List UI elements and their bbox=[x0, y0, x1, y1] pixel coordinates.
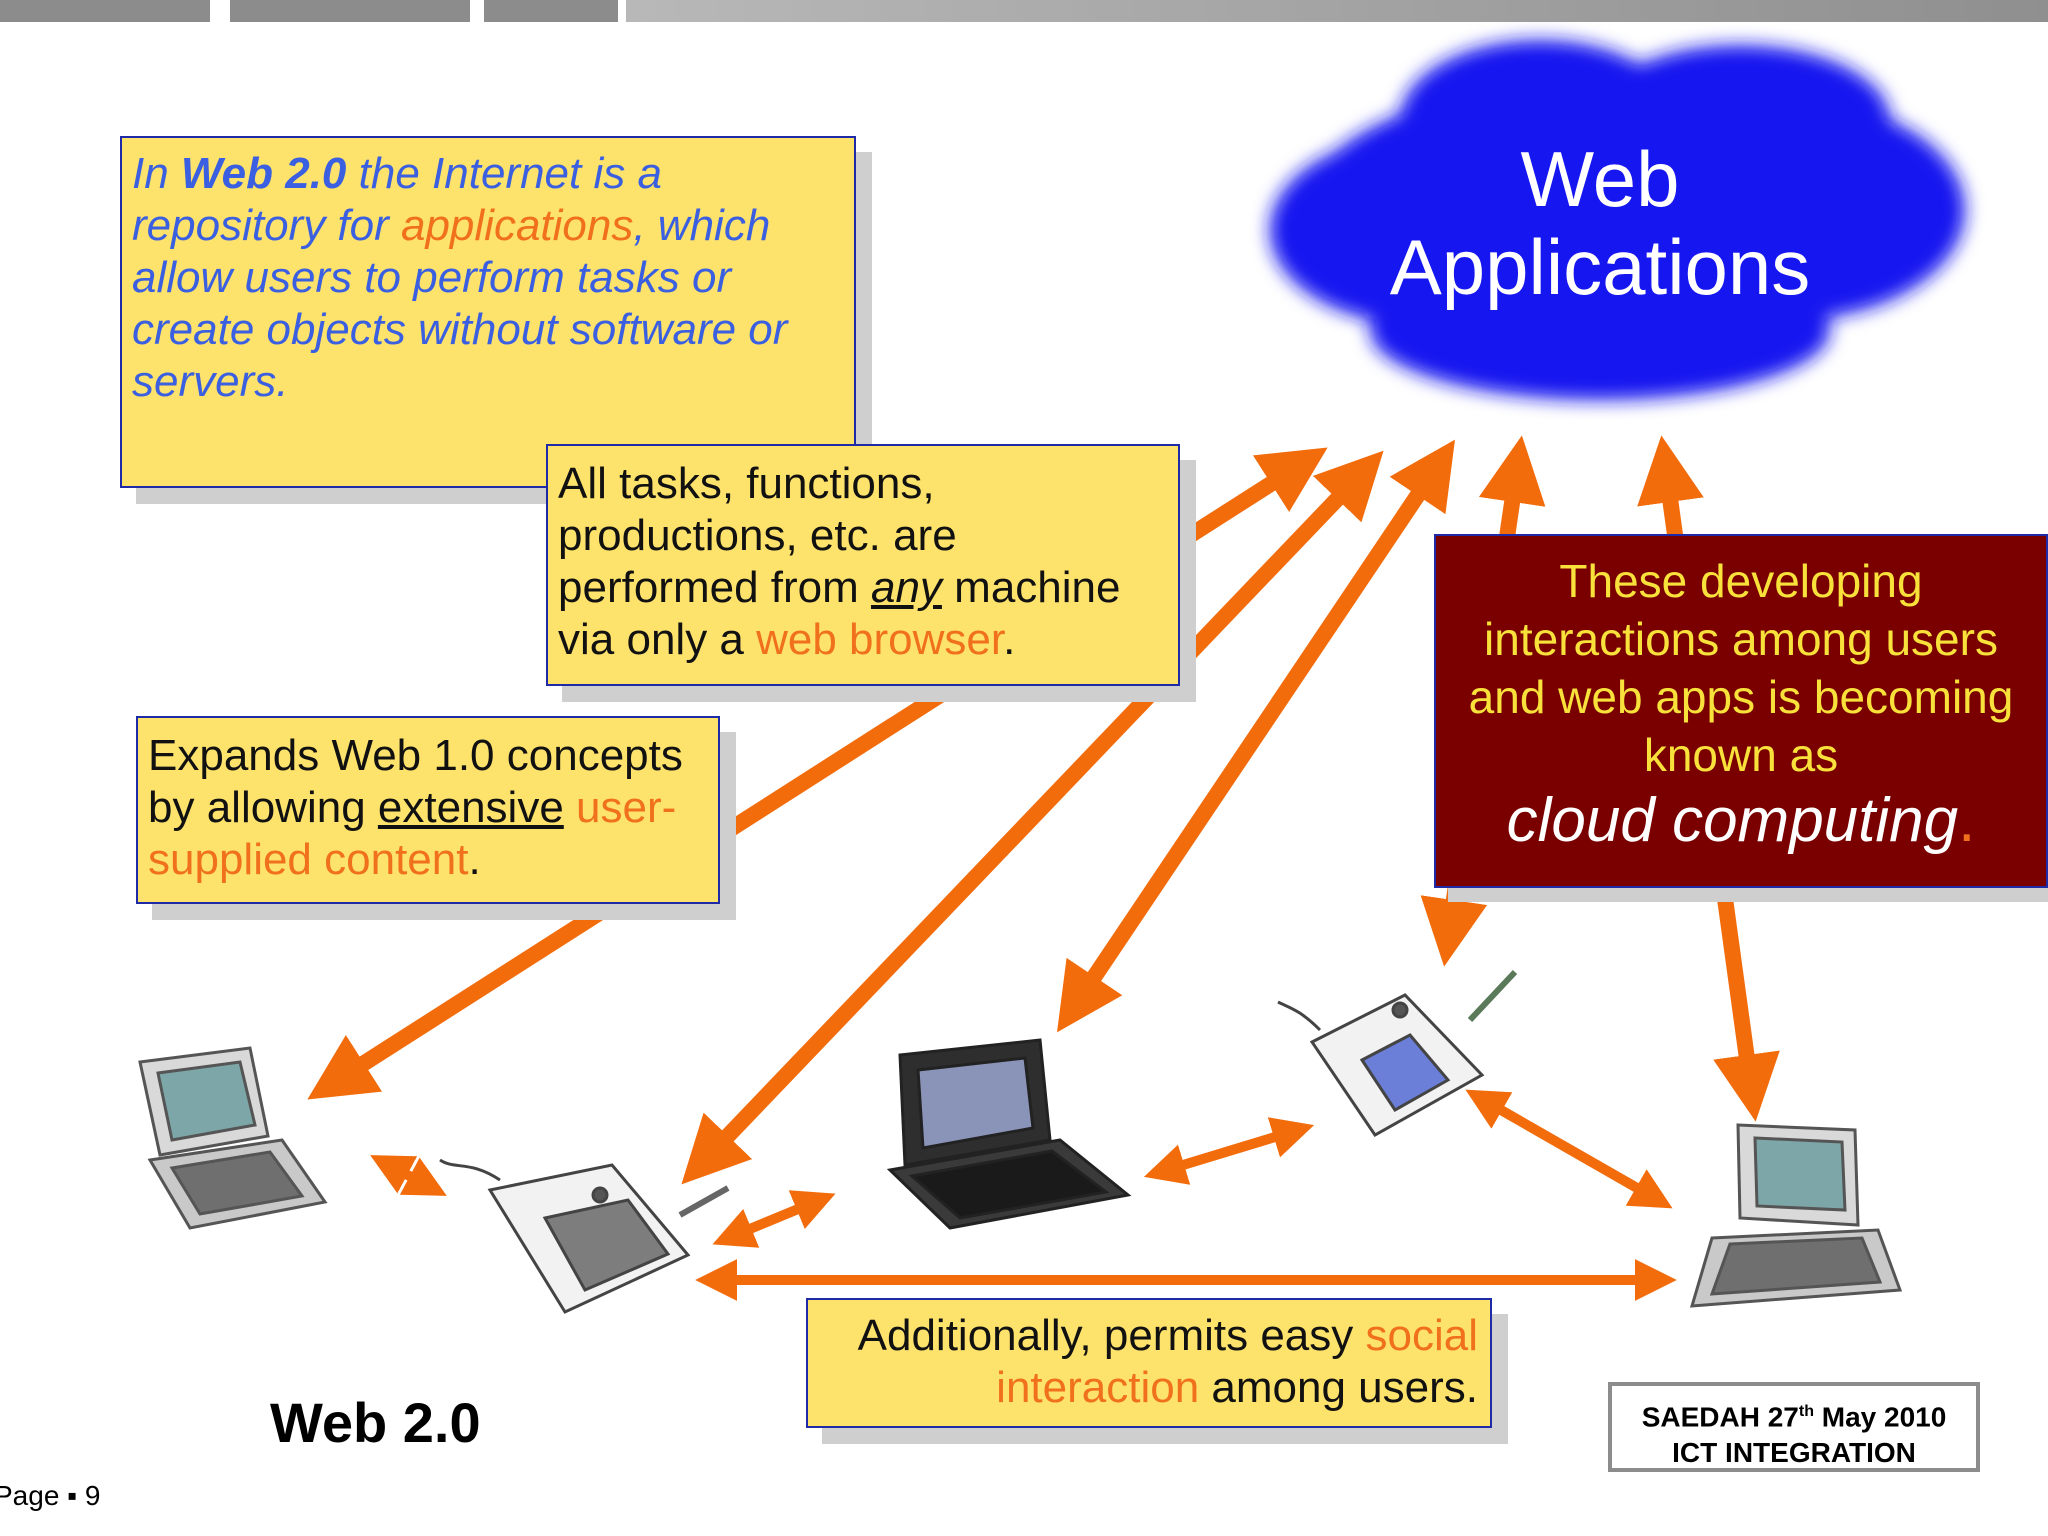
note-tasks-web-browser: web browser bbox=[756, 615, 1004, 664]
note-expands-space bbox=[564, 783, 576, 832]
footer-date-sup: th bbox=[1798, 1403, 1814, 1420]
top-bar-segment-2 bbox=[230, 0, 470, 22]
cloud-label: Web Applications bbox=[1340, 135, 1860, 311]
note-repository: In Web 2.0 the Internet is a repository … bbox=[120, 136, 856, 488]
laptop-center-icon bbox=[886, 1038, 1132, 1230]
arrows-between-users bbox=[370, 1089, 1677, 1301]
note-repository-applications: applications bbox=[400, 201, 634, 250]
note-expands-text-1: Expands Web 1.0 concepts by allowing bbox=[148, 731, 683, 832]
note-expands-user-content: user-supplied content bbox=[148, 783, 677, 884]
note-repository-text-1: In bbox=[132, 149, 181, 198]
footer-date-post: May 2010 bbox=[1813, 1401, 1947, 1433]
cloud-shape bbox=[1270, 40, 1965, 400]
web20-label: Web 2.0 bbox=[270, 1391, 481, 1454]
cloud-label-line-1: Web bbox=[1520, 135, 1680, 223]
arrow-laptop-center-tablet-right bbox=[1143, 1117, 1315, 1185]
top-bar-gradient bbox=[626, 0, 2048, 22]
footer-org: ICT INTEGRATION bbox=[1672, 1437, 1916, 1469]
laptop-right-icon bbox=[1689, 1123, 1903, 1308]
note-repository-text-2: the Internet is a repository for bbox=[132, 149, 662, 250]
note-cloud-text: These developing interactions among user… bbox=[1468, 555, 2014, 781]
note-tasks: All tasks, functions, productions, etc. … bbox=[546, 444, 1180, 686]
arrow-tablet-left-laptop-center bbox=[712, 1190, 836, 1248]
note-social-text-2: among users. bbox=[1199, 1363, 1478, 1412]
note-tasks-text-1: All tasks, functions, productions, etc. … bbox=[558, 459, 957, 612]
tablet-left-icon bbox=[439, 1158, 730, 1314]
arrow-laptop-center-cloud bbox=[1057, 439, 1455, 1033]
tablet-right-icon bbox=[1277, 969, 1518, 1137]
note-cloud-period: . bbox=[1958, 786, 1976, 855]
note-tasks-any: any bbox=[870, 563, 942, 612]
top-bar-segment-3 bbox=[484, 0, 618, 22]
footer-date-pre: SAEDAH 27 bbox=[1641, 1401, 1799, 1433]
note-cloud-computing-term: cloud computing bbox=[1506, 786, 1959, 855]
note-expands: Expands Web 1.0 concepts by allowing ext… bbox=[136, 716, 720, 904]
note-social: Additionally, permits easy social intera… bbox=[806, 1298, 1492, 1428]
top-bar-segment-1 bbox=[0, 0, 210, 22]
note-cloud-computing: These developing interactions among user… bbox=[1434, 534, 2048, 888]
note-tasks-text-2: machine via only a bbox=[558, 563, 1121, 664]
note-repository-text-3: , which allow users to perform tasks or … bbox=[132, 201, 788, 406]
note-expands-extensive: extensive bbox=[377, 783, 564, 832]
arrow-laptop-left-tablet-left bbox=[370, 1155, 447, 1196]
note-expands-text-2: . bbox=[468, 835, 481, 884]
arrow-tablet-right-laptop-right bbox=[1465, 1089, 1673, 1209]
note-social-interaction: social interaction bbox=[996, 1311, 1478, 1412]
laptop-left-icon bbox=[138, 1046, 328, 1230]
cloud-label-line-2: Applications bbox=[1389, 223, 1811, 311]
note-social-text-1: Additionally, permits easy bbox=[857, 1311, 1366, 1360]
note-tasks-text-3: . bbox=[1003, 615, 1016, 664]
note-repository-web20: Web 2.0 bbox=[180, 149, 347, 198]
page-number: Page ▪ 9 bbox=[0, 1480, 101, 1511]
footer-box: SAEDAH 27th May 2010 ICT INTEGRATION bbox=[1608, 1382, 1980, 1472]
